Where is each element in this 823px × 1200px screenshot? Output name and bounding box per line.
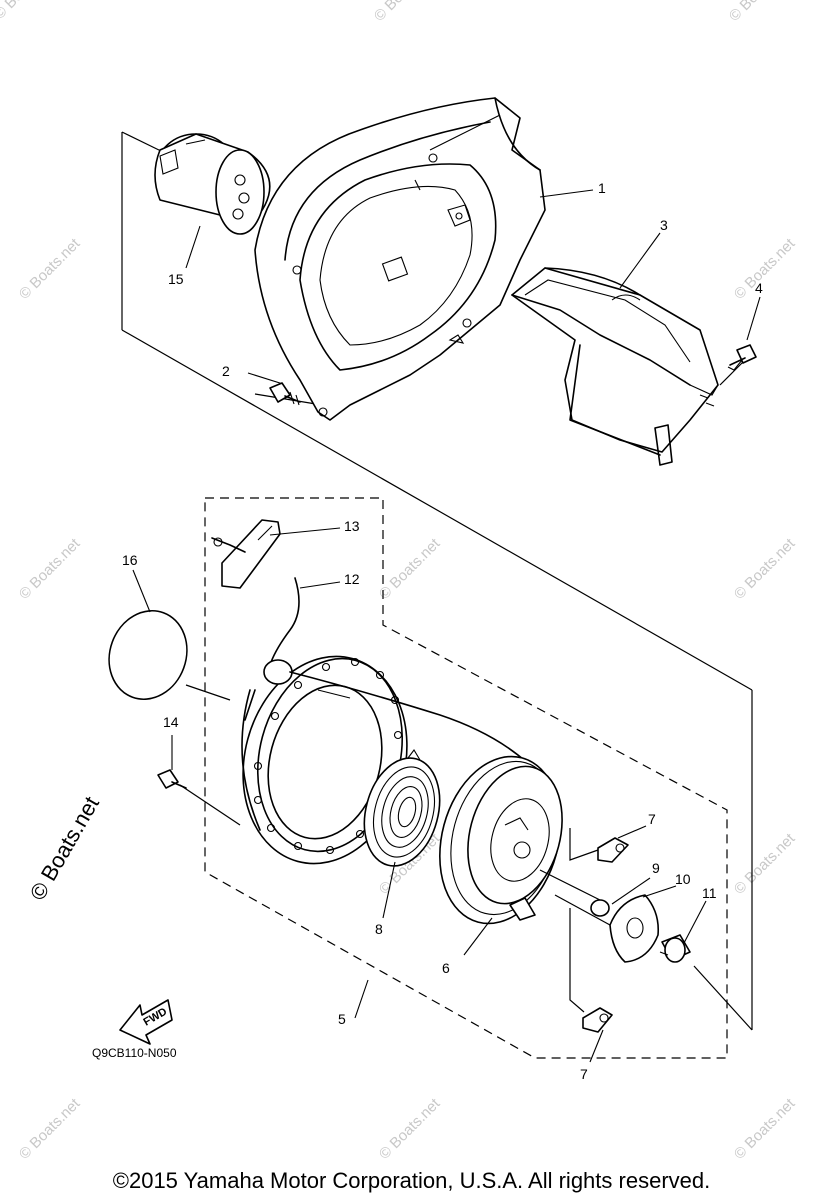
callout-10: 10 — [675, 871, 691, 887]
part-3-duct — [511, 267, 719, 466]
fwd-arrow-icon: FWD — [119, 999, 173, 1045]
callout-13: 13 — [344, 518, 360, 534]
callout-labels: 1 2 3 4 5 6 7 7 8 9 10 11 12 13 14 15 16 — [122, 180, 763, 1082]
upper-assembly-frame — [121, 131, 753, 1031]
svg-text:© Boats.net: © Boats.net — [16, 535, 84, 603]
svg-text:© Boats.net: © Boats.net — [376, 1095, 444, 1163]
svg-text:© Boats.net: © Boats.net — [726, 0, 794, 25]
callout-1: 1 — [598, 180, 606, 196]
part-code: Q9CB110-N050 — [92, 1046, 177, 1060]
callout-14: 14 — [163, 714, 179, 730]
svg-text:© Boats.net: © Boats.net — [0, 0, 59, 23]
part-15-mount — [154, 133, 271, 235]
part-4-bolt — [727, 344, 757, 371]
svg-text:© Boats.net: © Boats.net — [16, 1095, 84, 1163]
boats-net-watermark: © Boats.net — [25, 792, 104, 904]
callout-8: 8 — [375, 921, 383, 937]
svg-text:© Boats.net: © Boats.net — [371, 0, 439, 25]
part-12-rope — [263, 577, 536, 771]
callout-4: 4 — [755, 280, 763, 296]
assembly-guide-lines — [539, 828, 611, 1013]
callout-16: 16 — [122, 552, 138, 568]
callout-7-lower: 7 — [580, 1066, 588, 1082]
part-7-pawl-lower — [582, 1007, 613, 1033]
callout-12: 12 — [344, 571, 360, 587]
svg-text:© Boats.net: © Boats.net — [731, 235, 799, 303]
part-6-reel — [439, 755, 563, 925]
copyright-notice: ©2015 Yamaha Motor Corporation, U.S.A. A… — [112, 1168, 711, 1193]
part-2-bolt — [269, 382, 301, 406]
callout-3: 3 — [660, 217, 668, 233]
part-9-ring — [590, 899, 610, 917]
part-8-spring — [363, 749, 441, 867]
callout-9: 9 — [652, 860, 660, 876]
part-10-plate — [609, 894, 660, 963]
leader-lines — [132, 189, 761, 1063]
part-7-pawl-upper — [597, 837, 629, 863]
callout-15: 15 — [168, 271, 184, 287]
svg-text:© Boats.net: © Boats.net — [731, 535, 799, 603]
part-1-flywheel-cover — [254, 97, 546, 421]
callout-11: 11 — [702, 885, 717, 901]
part-11-screw — [659, 934, 691, 963]
part-14-bolt — [157, 769, 187, 789]
callout-6: 6 — [442, 960, 450, 976]
callout-2: 2 — [222, 363, 230, 379]
callout-7-upper: 7 — [648, 811, 656, 827]
svg-text:© Boats.net: © Boats.net — [731, 830, 799, 898]
svg-text:© Boats.net: © Boats.net — [376, 535, 444, 603]
svg-text:© Boats.net: © Boats.net — [731, 1095, 799, 1163]
part-5-starter-assembly-boundary — [204, 497, 728, 1059]
part-16-gasket — [108, 609, 188, 701]
part-13-handle — [211, 519, 281, 589]
callout-5: 5 — [338, 1011, 346, 1027]
svg-text:© Boats.net: © Boats.net — [16, 235, 84, 303]
